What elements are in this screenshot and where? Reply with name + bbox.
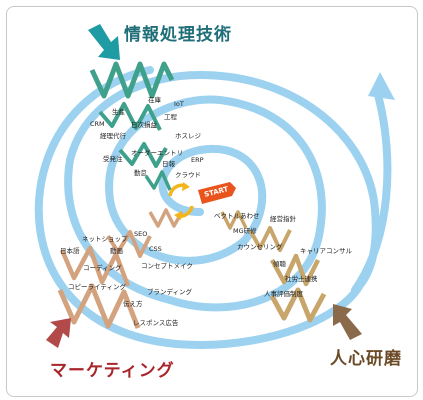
it-term: ERP <box>191 156 204 164</box>
it-zigzag-3 <box>118 142 168 168</box>
hr-term: 傾聴 <box>273 260 286 268</box>
marketing-term: コピーライティング <box>68 283 126 291</box>
hr-term: 社労士連携 <box>285 275 318 283</box>
it-term: ホスレジ <box>175 132 201 140</box>
marketing-zigzag-1 <box>148 208 184 228</box>
it-zigzag-1 <box>89 61 175 99</box>
it-term: 経理代行 <box>100 132 126 140</box>
marketing-term: 動画 <box>110 247 123 255</box>
it-term: オーダーエントリ <box>131 149 183 157</box>
hr-term: ベクトルあわせ <box>214 212 260 220</box>
spiral-arrowhead <box>368 72 395 100</box>
hr-term: カウンセリング <box>237 243 283 251</box>
marketing-term: SEO <box>134 230 148 238</box>
it-term: CRM <box>90 120 105 128</box>
hr-zigzag-1 <box>220 210 248 230</box>
it-term: 生産 <box>112 108 125 116</box>
it-term: 在庫 <box>148 96 161 104</box>
marketing-term: ネットショップ <box>82 235 128 243</box>
hr-zigzag-4 <box>269 287 327 323</box>
hr-term: キャリアコンサル <box>300 247 352 255</box>
it-term: クラウド <box>175 171 201 179</box>
marketing-zigzag-3 <box>59 245 131 287</box>
heading-marketing: マーケティング <box>50 361 175 381</box>
heading-hr: 人心研磨 <box>330 349 402 369</box>
cycle-arrows-icon <box>168 182 194 220</box>
marketing-term: レスポンス広告 <box>133 319 179 327</box>
it-term: IoT <box>174 100 184 108</box>
marketing-term: コンセプトメイク <box>141 262 193 270</box>
marketing-term: コーディング <box>83 264 122 272</box>
marketing-zigzag-2 <box>106 230 152 258</box>
it-term: 工程 <box>164 113 177 121</box>
marketing-term: 日本語 <box>60 247 80 255</box>
marketing-zigzag-4 <box>57 283 141 329</box>
it-term: 日次損益 <box>131 121 157 129</box>
marketing-term: ブランディング <box>147 288 193 296</box>
hr-zigzag-2 <box>248 226 292 252</box>
it-zigzag-4 <box>144 170 172 191</box>
spiral-path <box>34 66 392 350</box>
start-badge <box>198 182 236 204</box>
hr-term: 人事評価制度 <box>264 290 303 298</box>
it-zigzag-2 <box>98 102 162 131</box>
heading-it: 情報処理技術 <box>124 25 232 45</box>
up-right-arrow-icon <box>333 304 362 340</box>
it-term: 勤怠 <box>134 169 147 177</box>
down-right-arrow-icon <box>88 24 120 60</box>
marketing-term: 伝え方 <box>123 300 143 308</box>
hr-term: MG研修 <box>233 227 257 235</box>
marketing-term: CSS <box>149 245 162 253</box>
hr-zigzag-3 <box>270 253 321 287</box>
it-term: 日報 <box>162 160 175 168</box>
hr-term: 経営指針 <box>270 215 296 223</box>
up-left-arrow-icon <box>46 318 71 348</box>
it-term: 受発注 <box>103 155 123 163</box>
